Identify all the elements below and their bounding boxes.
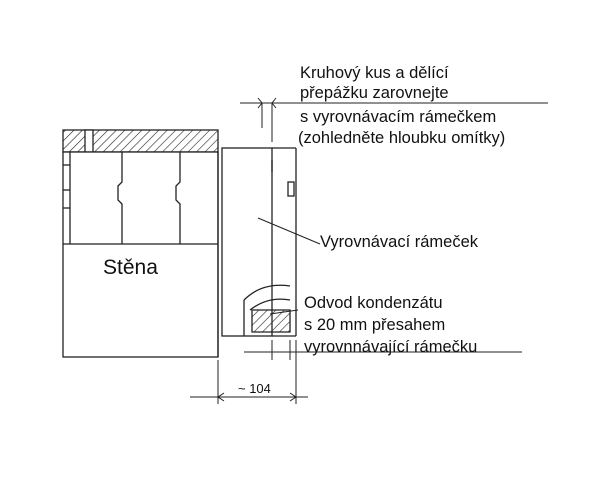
wall-body [62, 151, 219, 358]
dimension-104 [190, 340, 308, 404]
drain-hatch [251, 309, 291, 333]
frame-label: Vyrovnávací rámeček [320, 233, 479, 251]
wall-label: Stěna [103, 256, 158, 279]
levelling-frame [221, 147, 297, 337]
arc-piece [243, 284, 291, 301]
wall [62, 129, 219, 358]
dimension-label: ~ 104 [238, 381, 271, 396]
frame-body [221, 147, 273, 337]
drain-note-line-3: vyrovnnávající rámečku [304, 338, 478, 356]
top-note-line-2: přepážku zarovnejte [300, 84, 449, 102]
top-note-line-4: (zohledněte hloubku omítky) [298, 129, 506, 147]
top-note-line-3: s vyrovnávacím rámečkem [300, 108, 497, 126]
drain-note-line-2: s 20 mm přesahem [304, 316, 446, 334]
drain-note-line-1: Odvod kondenzátu [304, 294, 443, 312]
top-note-line-1: Kruhový kus a dělící [300, 64, 449, 82]
leader-lines [240, 97, 548, 360]
